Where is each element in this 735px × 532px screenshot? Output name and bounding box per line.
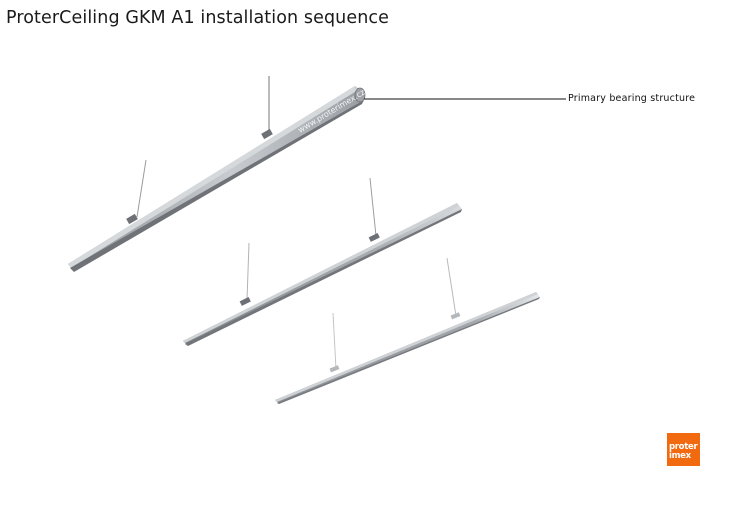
profile-top-flange — [183, 203, 459, 343]
hanger-wire — [446, 257, 457, 317]
hanger-wire — [246, 242, 250, 301]
hanger-clip — [368, 233, 380, 242]
callout-primary-bearing-structure: Primary bearing structure — [568, 93, 696, 104]
hanger-wire — [332, 312, 337, 370]
profile-bottom-edge — [185, 209, 462, 346]
profile-body — [68, 86, 364, 271]
profile-bottom-edge — [70, 100, 364, 272]
logo-text-line2: imex — [669, 450, 691, 461]
hanger-clip — [239, 297, 251, 306]
tertiary-profile — [275, 257, 540, 404]
profile-top-flange — [275, 292, 538, 402]
secondary-profile — [183, 177, 462, 346]
hanger-wire — [369, 177, 377, 237]
hanger-clip — [450, 312, 461, 320]
profile-imprint: www.proterimex.cz — [296, 88, 366, 135]
profile-end-cap — [354, 87, 366, 103]
profile-bottom-edge — [277, 297, 540, 404]
proterimex-logo: proter imex — [667, 433, 700, 466]
profile-top-flange — [68, 86, 358, 268]
primary-profile: www.proterimex.cz — [68, 76, 367, 272]
hanger-clip — [329, 365, 340, 373]
hanger-clip — [261, 128, 273, 140]
hanger-clip — [126, 213, 138, 225]
hanger-wire — [136, 159, 147, 218]
logo-text-line1: proter — [669, 442, 698, 452]
page-title: ProterCeiling GKM A1 installation sequen… — [6, 8, 390, 28]
